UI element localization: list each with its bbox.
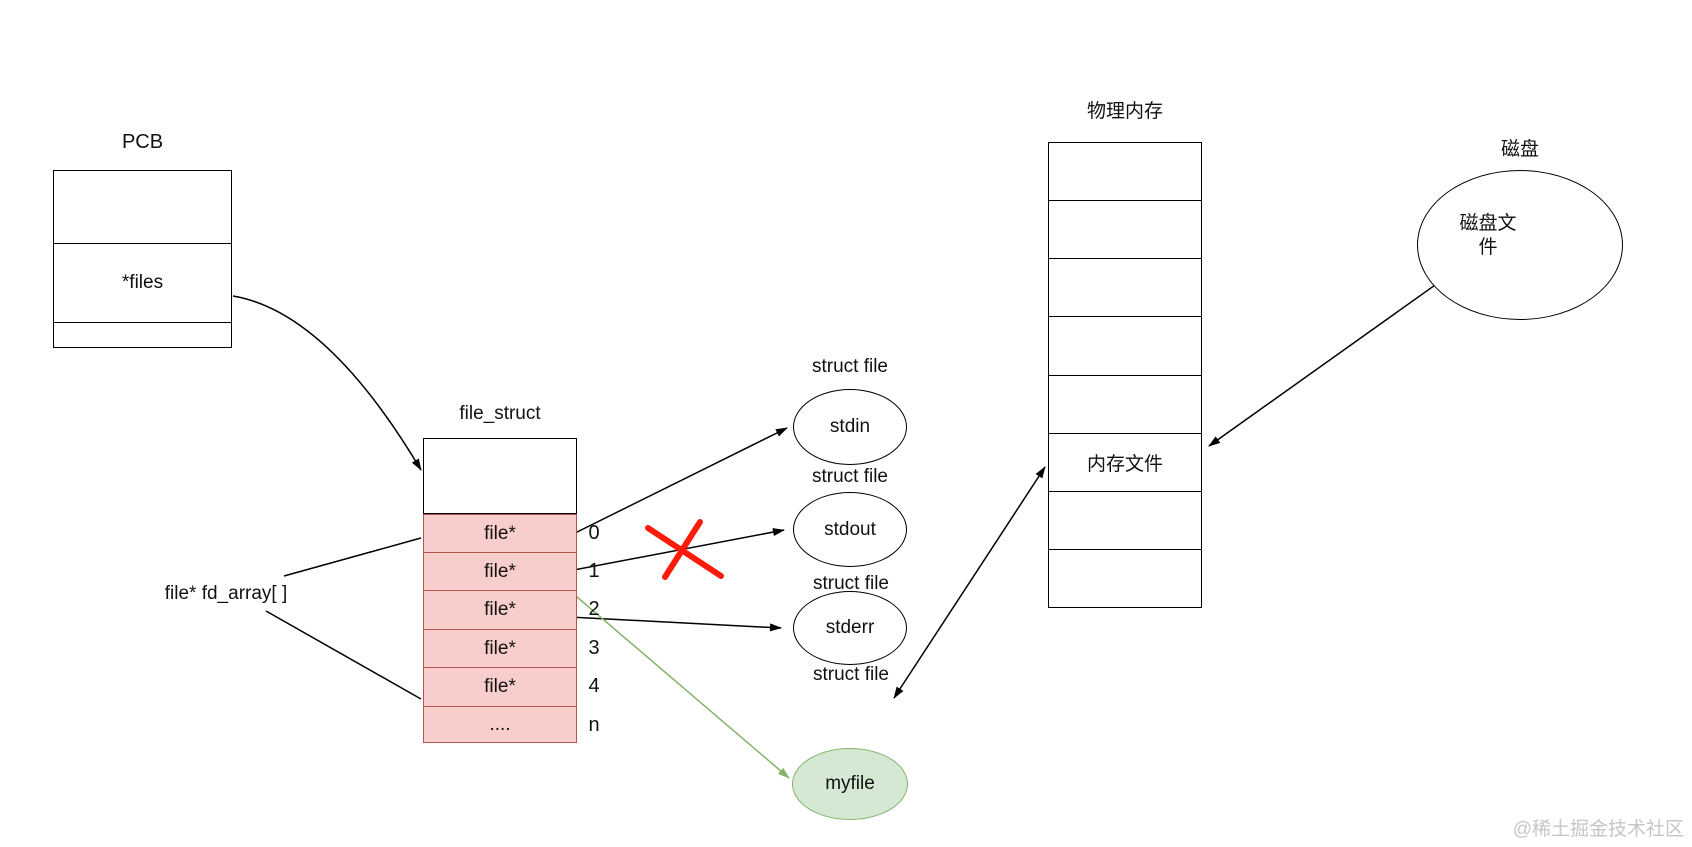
memory-file-label: 内存文件 [1086, 453, 1163, 475]
pcb-title: PCB [121, 131, 164, 153]
file-struct-header-cell [423, 438, 577, 514]
red-cross-stroke-1 [645, 525, 724, 579]
stderr-ellipse: stderr [793, 591, 907, 665]
pcb-cell-empty-top [54, 171, 231, 244]
struct-file-label-stdout: struct file [811, 466, 889, 487]
fd-row-dots: .... [424, 707, 576, 742]
disk-file-label: 磁盘文 件 [1459, 213, 1517, 258]
fdarray-line-top [283, 537, 422, 577]
stdout-ellipse: stdout [793, 492, 907, 567]
file-struct-title: file_struct [459, 403, 541, 424]
fd-index-1: 1 [588, 559, 600, 582]
physical-memory-column: 内存文件 [1048, 142, 1202, 608]
memory-cell-2 [1049, 201, 1201, 260]
fd1-to-myfile-green-arrow [535, 561, 790, 779]
stdout-label: stdout [824, 518, 876, 540]
struct-file-label-stderr: struct file [812, 573, 890, 594]
stdin-label: stdin [829, 416, 871, 437]
fd1-to-stdout-arrow [557, 528, 785, 574]
fd-row-0: file* [424, 515, 576, 553]
fd-array-label: file* fd_array[ ] [164, 583, 288, 604]
fd-index-4: 4 [588, 675, 600, 697]
red-cross-stroke-2 [662, 519, 703, 580]
memory-cell-3 [1049, 259, 1201, 318]
myfile-label: myfile [825, 773, 875, 794]
struct-file-label-stdin: struct file [811, 356, 889, 377]
pcb-files-label: *files [121, 272, 164, 293]
pcb-cell-empty-bottom [54, 323, 231, 347]
myfile-ellipse: myfile [792, 748, 908, 820]
memory-cell-1 [1049, 143, 1201, 202]
fd-array-table: file* file* file* file* file* .... [423, 514, 577, 743]
pcb-cell-files: *files [54, 244, 231, 323]
fdarray-line-bottom [265, 610, 422, 700]
pcb-box: *files [53, 170, 232, 348]
physical-memory-title: 物理内存 [1086, 101, 1163, 122]
fd-index-n: n [588, 713, 600, 736]
fd-index-0: 0 [588, 521, 600, 544]
fd2-to-stderr-arrow [549, 615, 782, 632]
disk-title: 磁盘 [1500, 139, 1539, 160]
memory-cell-4 [1049, 317, 1201, 376]
disk-ellipse [1417, 170, 1623, 320]
fd-index-3: 3 [588, 636, 600, 659]
fd-row-2: file* [424, 591, 576, 630]
fd-row-3-label: file* [484, 637, 516, 659]
stderr-label: stderr [825, 617, 875, 638]
fd-row-4: file* [424, 668, 576, 707]
fd0-to-stdin-arrow [564, 427, 788, 539]
memory-cell-7 [1049, 492, 1201, 550]
pcb-to-filestruct-arrow [232, 295, 422, 471]
fd-index-2: 2 [588, 598, 600, 620]
fd-row-4-label: file* [484, 676, 516, 697]
structfile-memoryfile-double-arrow [893, 466, 1046, 699]
stdin-ellipse: stdin [793, 389, 907, 465]
struct-file-label-bottom: struct file [812, 664, 890, 685]
fd-row-2-label: file* [484, 599, 516, 620]
memory-cell-5 [1049, 376, 1201, 434]
memory-file-cell: 内存文件 [1049, 434, 1201, 492]
fd-row-1-label: file* [484, 560, 516, 582]
memory-cell-8 [1049, 550, 1201, 607]
fd-row-3: file* [424, 630, 576, 668]
diskfile-to-memoryfile-arrow [1208, 257, 1474, 447]
watermark: @稀土掘金技术社区 [1512, 819, 1684, 840]
fd-row-1: file* [424, 553, 576, 591]
fd-row-0-label: file* [484, 522, 516, 544]
fd-row-dots-label: .... [489, 713, 511, 735]
